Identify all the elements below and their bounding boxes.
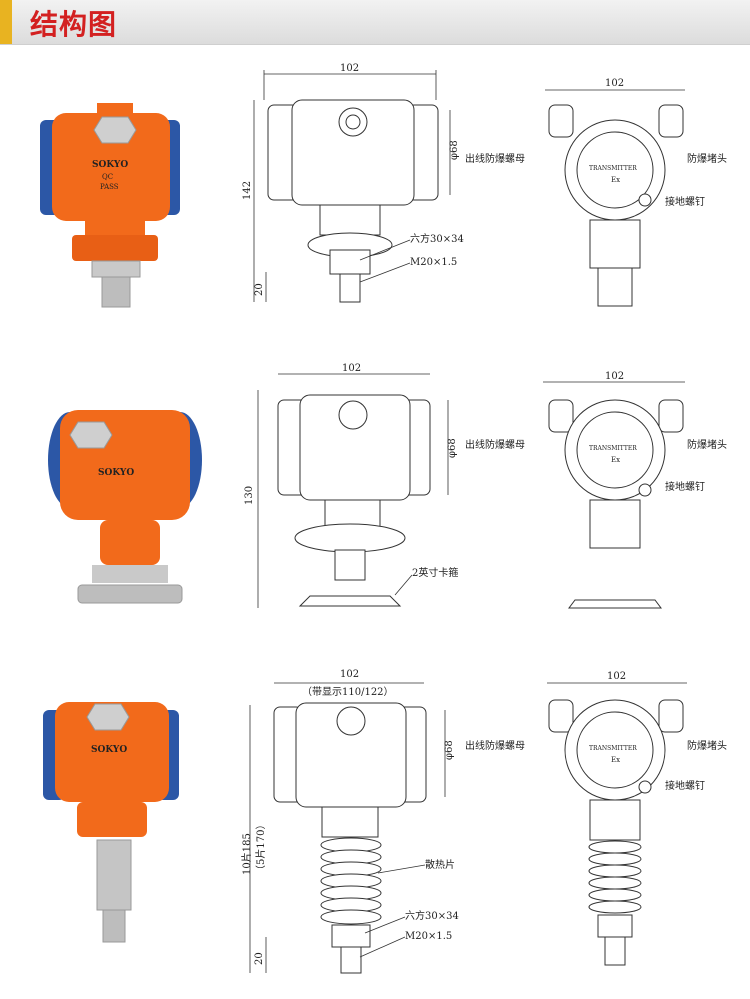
svg-text:出线防爆螺母: 出线防爆螺母	[465, 152, 525, 165]
ground-screw-icon	[638, 193, 652, 207]
svg-text:出线防爆螺母: 出线防爆螺母	[465, 438, 525, 451]
svg-text:出线防爆螺母: 出线防爆螺母	[465, 739, 525, 752]
svg-text:TRANSMITTER: TRANSMITTER	[589, 445, 637, 452]
front-drawing-3: 102 TRANSMITTER Ex 出线防爆螺母 防爆堵头 接地螺钉	[465, 665, 750, 985]
svg-text:102: 102	[340, 669, 359, 680]
svg-text:φ68: φ68	[444, 740, 455, 760]
section-header: 结构图	[0, 0, 750, 45]
svg-text:防爆堵头: 防爆堵头	[687, 438, 727, 451]
housing	[52, 113, 170, 221]
svg-text:SOKYO: SOKYO	[98, 468, 134, 478]
svg-text:TRANSMITTER: TRANSMITTER	[589, 165, 637, 172]
svg-text:六方30×34: 六方30×34	[410, 232, 464, 245]
svg-text:20: 20	[254, 283, 265, 296]
front-drawing-2: 102 TRANSMITTER Ex 出线防爆螺母 防爆堵头 接地螺钉	[465, 370, 750, 620]
header-accent-bar	[0, 0, 12, 44]
svg-text:TRANSMITTER: TRANSMITTER	[589, 745, 637, 752]
side-drawing-3: 102 （带显示110/122） 10片185 （5片170） 20 φ68 散…	[240, 665, 750, 995]
section-title: 结构图	[30, 8, 118, 41]
svg-text:130: 130	[244, 486, 255, 505]
svg-text:20: 20	[254, 952, 265, 965]
svg-text:102: 102	[605, 78, 624, 89]
svg-text:（5片170）: （5片170）	[254, 820, 267, 875]
svg-text:Ex: Ex	[611, 176, 620, 184]
svg-text:102: 102	[607, 671, 626, 682]
svg-text:Ex: Ex	[611, 456, 620, 464]
svg-text:防爆堵头: 防爆堵头	[687, 739, 727, 752]
svg-text:六方30×34: 六方30×34	[405, 909, 459, 922]
svg-text:φ68: φ68	[447, 438, 458, 458]
svg-text:102: 102	[605, 371, 624, 382]
svg-text:10片185: 10片185	[240, 833, 253, 875]
svg-text:（带显示110/122）: （带显示110/122）	[302, 686, 394, 698]
svg-text:SOKYO: SOKYO	[91, 745, 127, 755]
svg-text:102: 102	[340, 63, 359, 74]
svg-text:φ68: φ68	[449, 140, 460, 160]
svg-text:Ex: Ex	[611, 756, 620, 764]
svg-text:PASS: PASS	[100, 183, 119, 191]
svg-text:2英寸卡箍: 2英寸卡箍	[412, 566, 458, 579]
product-photo-1: SOKYO QC PASS	[30, 95, 200, 319]
svg-text:M20×1.5: M20×1.5	[405, 931, 452, 942]
svg-text:散热片: 散热片	[425, 858, 455, 871]
hex-plug-icon	[93, 116, 137, 144]
front-drawing-1: 102 TRANSMITTER Ex 出线防爆螺母 防爆堵头 接地螺钉	[465, 70, 750, 320]
svg-text:102: 102	[342, 363, 361, 374]
svg-text:接地螺钉: 接地螺钉	[665, 195, 705, 208]
product-photo-2: SOKYO	[30, 400, 220, 624]
side-drawing-2: 102 130 φ68 2英寸卡箍	[240, 360, 750, 620]
product-photo-3: SOKYO	[35, 690, 195, 954]
svg-text:防爆堵头: 防爆堵头	[687, 152, 727, 165]
svg-text:M20×1.5: M20×1.5	[410, 257, 457, 268]
svg-text:接地螺钉: 接地螺钉	[665, 480, 705, 493]
brand-logo: SOKYO	[92, 160, 128, 170]
svg-text:142: 142	[242, 181, 253, 200]
svg-text:QC: QC	[102, 173, 113, 181]
svg-text:接地螺钉: 接地螺钉	[665, 779, 705, 792]
side-drawing-1: 102 142 20 φ68 六方30×34 M20×1.5	[240, 60, 750, 320]
